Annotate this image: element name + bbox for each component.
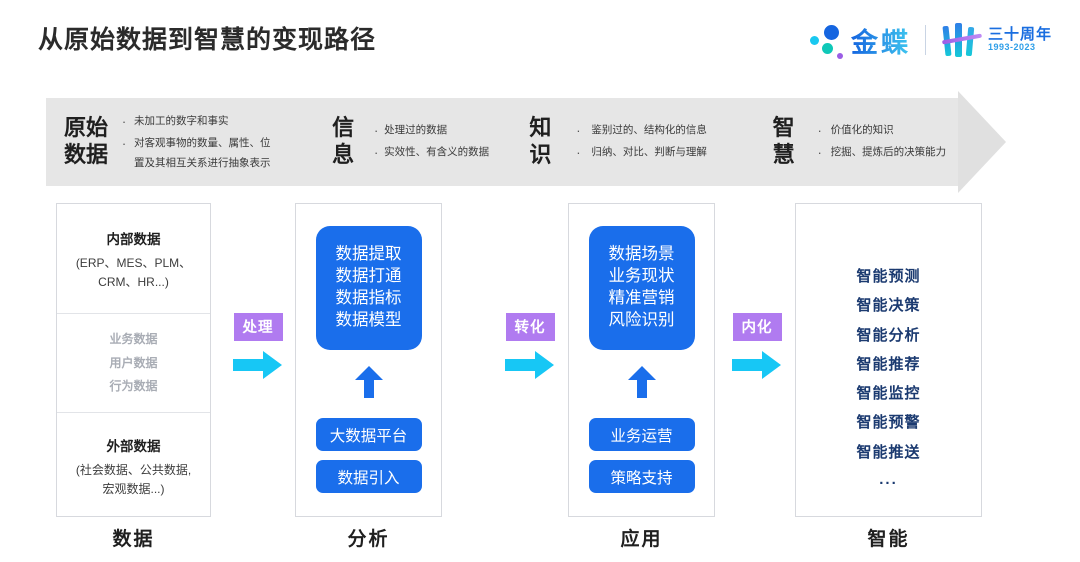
flow-row: 内部数据 (ERP、MES、PLM、 CRM、HR...) 业务数据 用户数据 … <box>46 203 1006 517</box>
connector-internalize: 内化 <box>725 313 789 385</box>
data-type-item: 用户数据 <box>109 355 158 370</box>
bullet-marker: · <box>121 136 127 152</box>
stage-card-data[interactable]: 内部数据 (ERP、MES、PLM、 CRM、HR...) 业务数据 用户数据 … <box>56 203 211 517</box>
banner-key-information: 信 息 <box>332 115 355 167</box>
connector-process: 处理 <box>226 313 290 385</box>
internal-data-section: 内部数据 (ERP、MES、PLM、 CRM、HR...) <box>57 204 210 313</box>
banner-column-raw-data: 原始 数据 · 未加工的数字和事实 · 对客观事物的数量、属性、位 置及其相互关… <box>46 98 324 186</box>
bullet-marker: · <box>576 145 581 160</box>
right-arrow-icon <box>226 350 290 385</box>
application-pill-strategy[interactable]: 策略支持 <box>588 460 695 493</box>
external-data-sub-1: (社会数据、公共数据, <box>75 463 192 478</box>
analysis-box-line: 数据提取 <box>335 245 402 264</box>
banner-bullet: · 鉴别过的、结构化的信息 <box>565 120 707 142</box>
analysis-pill-platform[interactable]: 大数据平台 <box>315 418 422 451</box>
foot-label-intelligence: 智能 <box>867 529 910 550</box>
brand-divider <box>924 25 926 55</box>
analysis-box-line: 数据打通 <box>335 267 402 286</box>
application-box-line: 精准营销 <box>608 289 675 307</box>
banner-body <box>46 98 958 186</box>
stage-card-intelligence[interactable]: 智能预测 智能决策 智能分析 智能推荐 智能监控 智能预警 智能推送 ... <box>795 203 982 517</box>
analysis-highlight-box[interactable]: 数据提取 数据打通 数据指标 数据模型 <box>315 226 422 350</box>
foot-label-analysis: 分析 <box>347 529 390 550</box>
banner-bullet: · 实效性、有含义的数据 <box>368 142 489 164</box>
anniversary-mark-icon <box>940 21 983 59</box>
intelligence-ellipsis: ... <box>879 470 898 488</box>
right-arrow-icon <box>498 350 562 385</box>
maturity-banner: 原始 数据 · 未加工的数字和事实 · 对客观事物的数量、属性、位 置及其相互关… <box>46 91 1006 193</box>
application-pill-operations[interactable]: 业务运营 <box>588 418 695 451</box>
external-data-sub-2: 宏观数据...) <box>102 481 165 496</box>
data-types-section: 业务数据 用户数据 行为数据 <box>57 313 210 414</box>
brand-name: 金蝶 <box>851 21 911 60</box>
bullet-marker: · <box>576 122 581 138</box>
banner-bullet: · 未加工的数字和事实 <box>114 111 271 133</box>
connector-label-transform: 转化 <box>505 313 555 341</box>
banner-bullet: · 挖掘、提炼后的决策能力 <box>809 142 946 164</box>
application-box-line: 业务现状 <box>608 267 675 286</box>
intelligence-item: 智能预警 <box>856 414 921 432</box>
banner-column-wisdom: 智 慧 · 价值化的知识 · 挖掘、提炼后的决策能力 <box>765 98 1006 186</box>
internal-data-title: 内部数据 <box>106 232 161 247</box>
banner-bullet: · 价值化的知识 <box>809 120 947 142</box>
bullet-marker: · <box>121 113 127 129</box>
banner-column-knowledge: 知 识 · 鉴别过的、结构化的信息 · 归纳、对比、判断与理解 <box>525 98 764 186</box>
data-type-item: 业务数据 <box>109 332 158 347</box>
intelligence-item: 智能监控 <box>856 385 921 402</box>
bullet-marker: · <box>373 145 379 160</box>
banner-key-knowledge: 知 识 <box>529 115 552 167</box>
intelligence-item: 智能推送 <box>856 443 921 461</box>
anniversary-title: 三十周年 <box>987 26 1052 44</box>
bullet-marker: · <box>817 122 822 138</box>
stage-card-analysis[interactable]: 数据提取 数据打通 数据指标 数据模型 大数据平台 数据引入 <box>295 203 442 517</box>
up-arrow-icon <box>354 366 384 398</box>
up-arrow-icon <box>627 366 657 398</box>
connector-label-internalize: 内化 <box>732 313 782 341</box>
external-data-section: 外部数据 (社会数据、公共数据, 宏观数据...) <box>57 413 210 498</box>
application-box-line: 数据场景 <box>608 245 675 264</box>
intelligence-list: 智能预测 智能决策 智能分析 智能推荐 智能监控 智能预警 智能推送 ... <box>796 262 981 488</box>
application-highlight-box[interactable]: 数据场景 业务现状 精准营销 风险识别 <box>588 226 695 350</box>
intelligence-item: 智能推荐 <box>856 355 921 373</box>
banner-bullet: · 归纳、对比、判断与理解 <box>565 142 707 164</box>
internal-data-sub-2: CRM、HR...) <box>98 274 169 289</box>
stage-card-application[interactable]: 数据场景 业务现状 精准营销 风险识别 业务运营 策略支持 <box>568 203 715 517</box>
data-type-item: 行为数据 <box>109 378 158 393</box>
banner-column-information: 信 息 · 处理过的数据 · 实效性、有含义的数据 <box>324 98 525 186</box>
foot-label-data: 数据 <box>112 529 155 550</box>
banner-key-wisdom: 智 慧 <box>772 115 795 167</box>
intelligence-item: 智能决策 <box>856 297 921 315</box>
logo-dot-blue <box>823 25 839 40</box>
logo-dot-teal <box>821 43 833 54</box>
anniversary-badge: 三十周年 1993-2023 <box>940 21 1052 59</box>
logo-dot-cyan <box>809 36 819 45</box>
banner-key-raw-data: 原始 数据 <box>64 115 109 167</box>
banner-bullet-cont: 置及其相互关系进行抽象表示 <box>134 157 271 170</box>
bullet-marker: · <box>373 122 379 138</box>
analysis-pill-ingest[interactable]: 数据引入 <box>315 460 422 493</box>
banner-bullet: · 对客观事物的数量、属性、位 <box>114 133 271 155</box>
kingdee-dots-icon <box>807 20 847 60</box>
connector-label-process: 处理 <box>233 313 283 341</box>
brand-logo: 金蝶 三十周年 1993-2023 <box>807 18 1052 62</box>
banner-arrow-head <box>958 91 1006 193</box>
analysis-box-line: 数据指标 <box>335 289 402 307</box>
analysis-box-line: 数据模型 <box>335 310 402 329</box>
foot-label-application: 应用 <box>620 529 663 550</box>
intelligence-item: 智能分析 <box>856 326 921 344</box>
anniversary-years: 1993-2023 <box>987 42 1036 53</box>
logo-dot-purple <box>836 53 843 59</box>
external-data-title: 外部数据 <box>106 439 161 455</box>
banner-bullet: · 处理过的数据 <box>368 120 489 142</box>
application-box-line: 风险识别 <box>608 310 675 329</box>
bullet-marker: · <box>817 145 822 160</box>
page-title: 从原始数据到智慧的变现路径 <box>38 26 377 54</box>
right-arrow-icon <box>725 350 789 385</box>
connector-transform: 转化 <box>498 313 562 385</box>
internal-data-sub-1: (ERP、MES、PLM、 <box>75 256 192 270</box>
intelligence-item: 智能预测 <box>856 268 921 285</box>
